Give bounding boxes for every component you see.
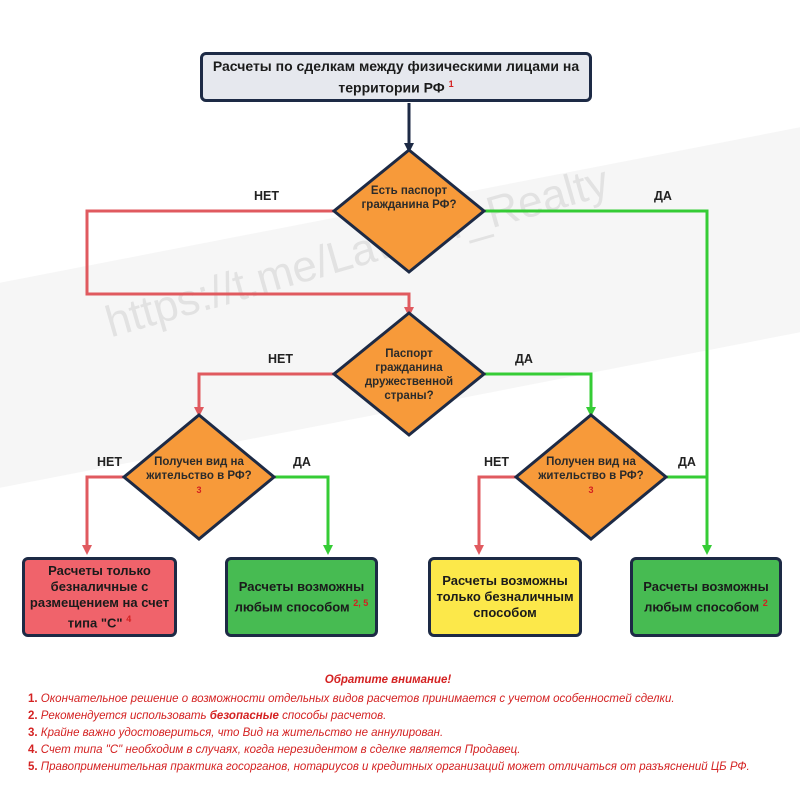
arrow-d2-no [194, 372, 334, 417]
title-ref: 1 [448, 79, 454, 90]
decision-d4-text: Получен вид на жительство в РФ? [538, 456, 644, 482]
note-text: Крайне важно удостовериться, что Вид на … [40, 727, 444, 739]
outcome-red-text: Расчеты только безналичные с размещением… [29, 562, 170, 631]
decision-d2-label: Паспорт гражданина дружественной страны? [364, 348, 454, 402]
note-number: 1. [28, 693, 38, 705]
note-text-emphasis: безопасные [209, 710, 279, 722]
decision-d4-ref: 3 [588, 485, 594, 495]
note-number: 2. [28, 710, 38, 722]
note-item: 1. Окончательное решение о возможности о… [28, 691, 788, 708]
arrow-d4-no [474, 475, 516, 555]
title-box: Расчеты по сделкам между физическими лиц… [200, 52, 592, 102]
decision-d2-shape [331, 311, 487, 437]
edge-label-d3-no: НЕТ [97, 455, 122, 469]
arrow-d1-no [85, 209, 414, 317]
note-text: Правоприменительная практика госорганов,… [40, 761, 750, 773]
decision-d4-shape [513, 413, 669, 541]
note-text: Счет типа "С" необходим в случаях, когда… [40, 744, 521, 756]
note-item: 2. Рекомендуется использовать безопасные… [28, 708, 788, 725]
decision-d3-label: Получен вид на жительство в РФ? 3 [144, 455, 254, 502]
note-item: 4. Счет типа "С" необходим в случаях, ко… [28, 742, 788, 759]
outcome-green1-ref: 2, 5 [353, 597, 369, 608]
note-number: 3. [28, 727, 38, 739]
outcome-red-ref: 4 [126, 613, 132, 624]
edge-label-d4-no: НЕТ [484, 455, 509, 469]
outcome-yellow-text: Расчеты возможны только безналичным спос… [436, 573, 574, 620]
edge-label-d1-yes: ДА [654, 189, 672, 203]
arrow-d3-no [82, 475, 124, 555]
outcome-green2-text: Расчеты возможны любым способом [643, 578, 769, 615]
outcome-cashless-only: Расчеты возможны только безналичным спос… [428, 557, 582, 637]
edge-label-d3-yes: ДА [293, 455, 311, 469]
decision-d3-shape [121, 413, 277, 541]
arrow-d3-yes [274, 475, 333, 555]
edge-label-d2-yes: ДА [515, 352, 533, 366]
decision-d3-text: Получен вид на жительство в РФ? [146, 456, 252, 482]
decision-d4-label: Получен вид на жительство в РФ? 3 [536, 455, 646, 502]
edge-label-d2-no: НЕТ [268, 352, 293, 366]
note-number: 5. [28, 761, 38, 773]
decision-d3-ref: 3 [196, 485, 202, 495]
arrow-d2-yes [484, 372, 596, 417]
outcome-any-method-2: Расчеты возможны любым способом 2 [630, 557, 782, 637]
note-item: 3. Крайне важно удостовериться, что Вид … [28, 725, 788, 742]
edge-label-d1-no: НЕТ [254, 189, 279, 203]
note-item: 5. Правоприменительная практика госорган… [28, 759, 788, 776]
edge-label-d4-yes: ДА [678, 455, 696, 469]
note-text: Окончательное решение о возможности отде… [40, 693, 675, 705]
decision-d1-shape [331, 148, 487, 274]
notes-section: Обратите внимание! 1. Окончательное реше… [28, 672, 788, 776]
outcome-green2-ref: 2 [762, 597, 768, 608]
title-text: Расчеты по сделкам между физическими лиц… [212, 58, 580, 96]
note-text-pre: Рекомендуется использовать [40, 710, 207, 722]
note-number: 4. [28, 744, 38, 756]
outcome-cashless-type-c: Расчеты только безналичные с размещением… [22, 557, 177, 637]
outcome-any-method-1: Расчеты возможны любым способом 2, 5 [225, 557, 378, 637]
note-text-post: способы расчетов. [282, 710, 387, 722]
arrow-d1-yes [484, 209, 712, 555]
decision-d1-label: Есть паспорт гражданина РФ? [361, 185, 457, 211]
notes-heading: Обратите внимание! [324, 674, 452, 686]
outcome-green1-text: Расчеты возможны любым способом [234, 578, 365, 615]
